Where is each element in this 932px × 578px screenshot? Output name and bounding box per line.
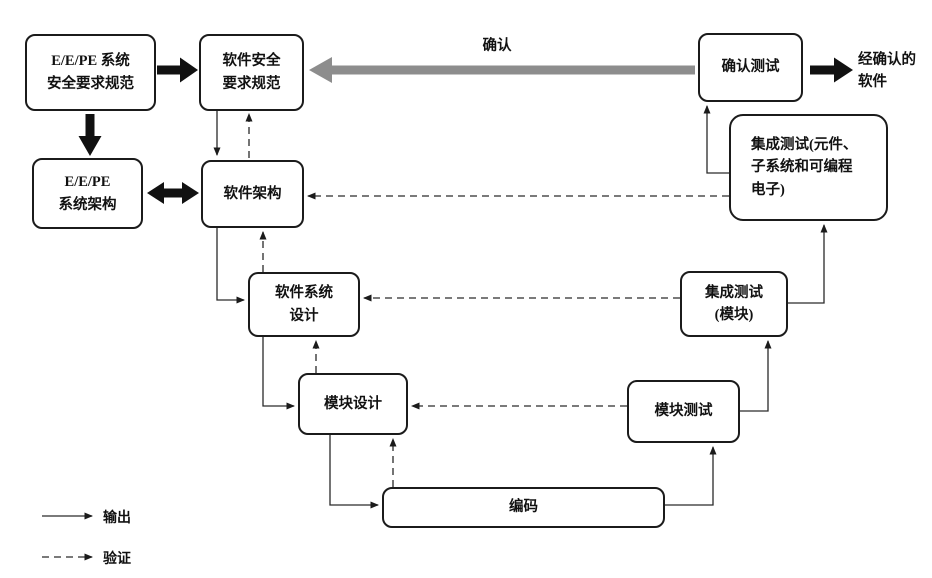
legend-verification-label: 验证 [103,552,131,567]
node-eepe-safety-requirements: E/E/PE 系统 安全要求规范 [25,34,156,111]
node-software-system-design: 软件系统 设计 [248,272,360,337]
thick-arrows [78,57,853,204]
line-integmodule-to-integpe [788,224,828,304]
line-sysdesign-to-moduledesign [262,337,295,410]
node-software-safety-requirements: 软件安全 要求规范 [199,34,304,111]
node-integration-test-module: 集成测试 (模块) [680,271,788,337]
validation-arrow-label: 确认 [482,38,512,54]
node-eepe-system-architecture: E/E/PE 系统架构 [32,158,143,229]
legend-arrows [42,512,93,561]
line-moduledesign-to-coding [329,435,379,509]
thick-arrow-eepearch-swarch-bidirectional [147,182,199,204]
node-software-architecture: 软件架构 [201,160,304,228]
thick-arrow-eepereq-to-swreq [157,57,198,83]
validated-software-label: 经确认的 软件 [858,52,916,90]
validation-gray-arrow [309,57,695,83]
node-module-design: 模块设计 [298,373,408,435]
line-swarch-to-syshdesign [216,228,245,304]
legend-output-label: 输出 [103,511,131,526]
node-coding: 编码 [382,487,665,528]
output-lines [213,105,828,509]
line-integpe-to-validtest [703,105,729,174]
thick-arrow-validtest-to-validatedsw [810,57,853,83]
line-moduletest-to-integmodule [740,340,772,412]
verification-lines [245,113,729,487]
node-validation-test: 确认测试 [698,33,803,102]
node-integration-test-pe: 集成测试(元件、 子系统和可编程 电子) [729,114,888,221]
line-coding-to-moduletest [665,446,717,506]
thick-arrow-eepereq-to-eepearch [78,114,102,156]
node-module-test: 模块测试 [627,380,740,443]
